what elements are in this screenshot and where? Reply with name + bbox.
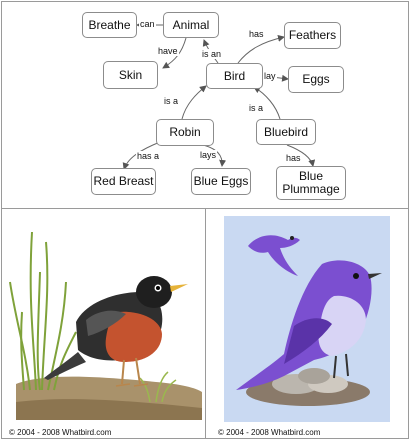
node-bluebird: Bluebird — [256, 119, 316, 145]
edge-robin-bird — [181, 85, 207, 120]
edge-bluebird-plummage — [286, 144, 316, 167]
edge-label-has-a: has a — [136, 151, 161, 161]
node-eggs: Eggs — [288, 66, 344, 93]
node-robin: Robin — [156, 119, 214, 146]
node-feathers: Feathers — [284, 22, 341, 49]
edge-label-lays: lays — [199, 150, 218, 160]
node-breathe: Breathe — [82, 12, 137, 38]
node-blue-plummage: Blue Plummage — [276, 166, 346, 200]
robin-credit: © 2004 - 2008 Whatbird.com — [9, 428, 112, 437]
edge-label-have: have — [157, 46, 179, 56]
edge-label-has-plummage: has — [285, 153, 302, 163]
node-blue-eggs: Blue Eggs — [191, 168, 251, 195]
node-red-breast: Red Breast — [91, 168, 156, 195]
edge-label-robin-is-a: is a — [163, 96, 180, 106]
robin-illustration — [6, 212, 202, 426]
node-animal: Animal — [163, 12, 219, 38]
bluebird-illustration — [224, 216, 390, 422]
bluebird-credit: © 2004 - 2008 Whatbird.com — [218, 428, 321, 437]
edge-label-is-an: is an — [201, 49, 223, 59]
node-skin: Skin — [103, 61, 158, 89]
panel-divider-vertical — [205, 208, 206, 439]
edge-label-lay: lay — [263, 71, 277, 81]
node-bird: Bird — [206, 63, 263, 89]
edge-bird-feathers — [237, 34, 285, 64]
edge-label-has-feathers: has — [248, 29, 265, 39]
edge-label-can: can — [139, 19, 156, 29]
edge-label-bluebird-is-a: is a — [248, 103, 265, 113]
